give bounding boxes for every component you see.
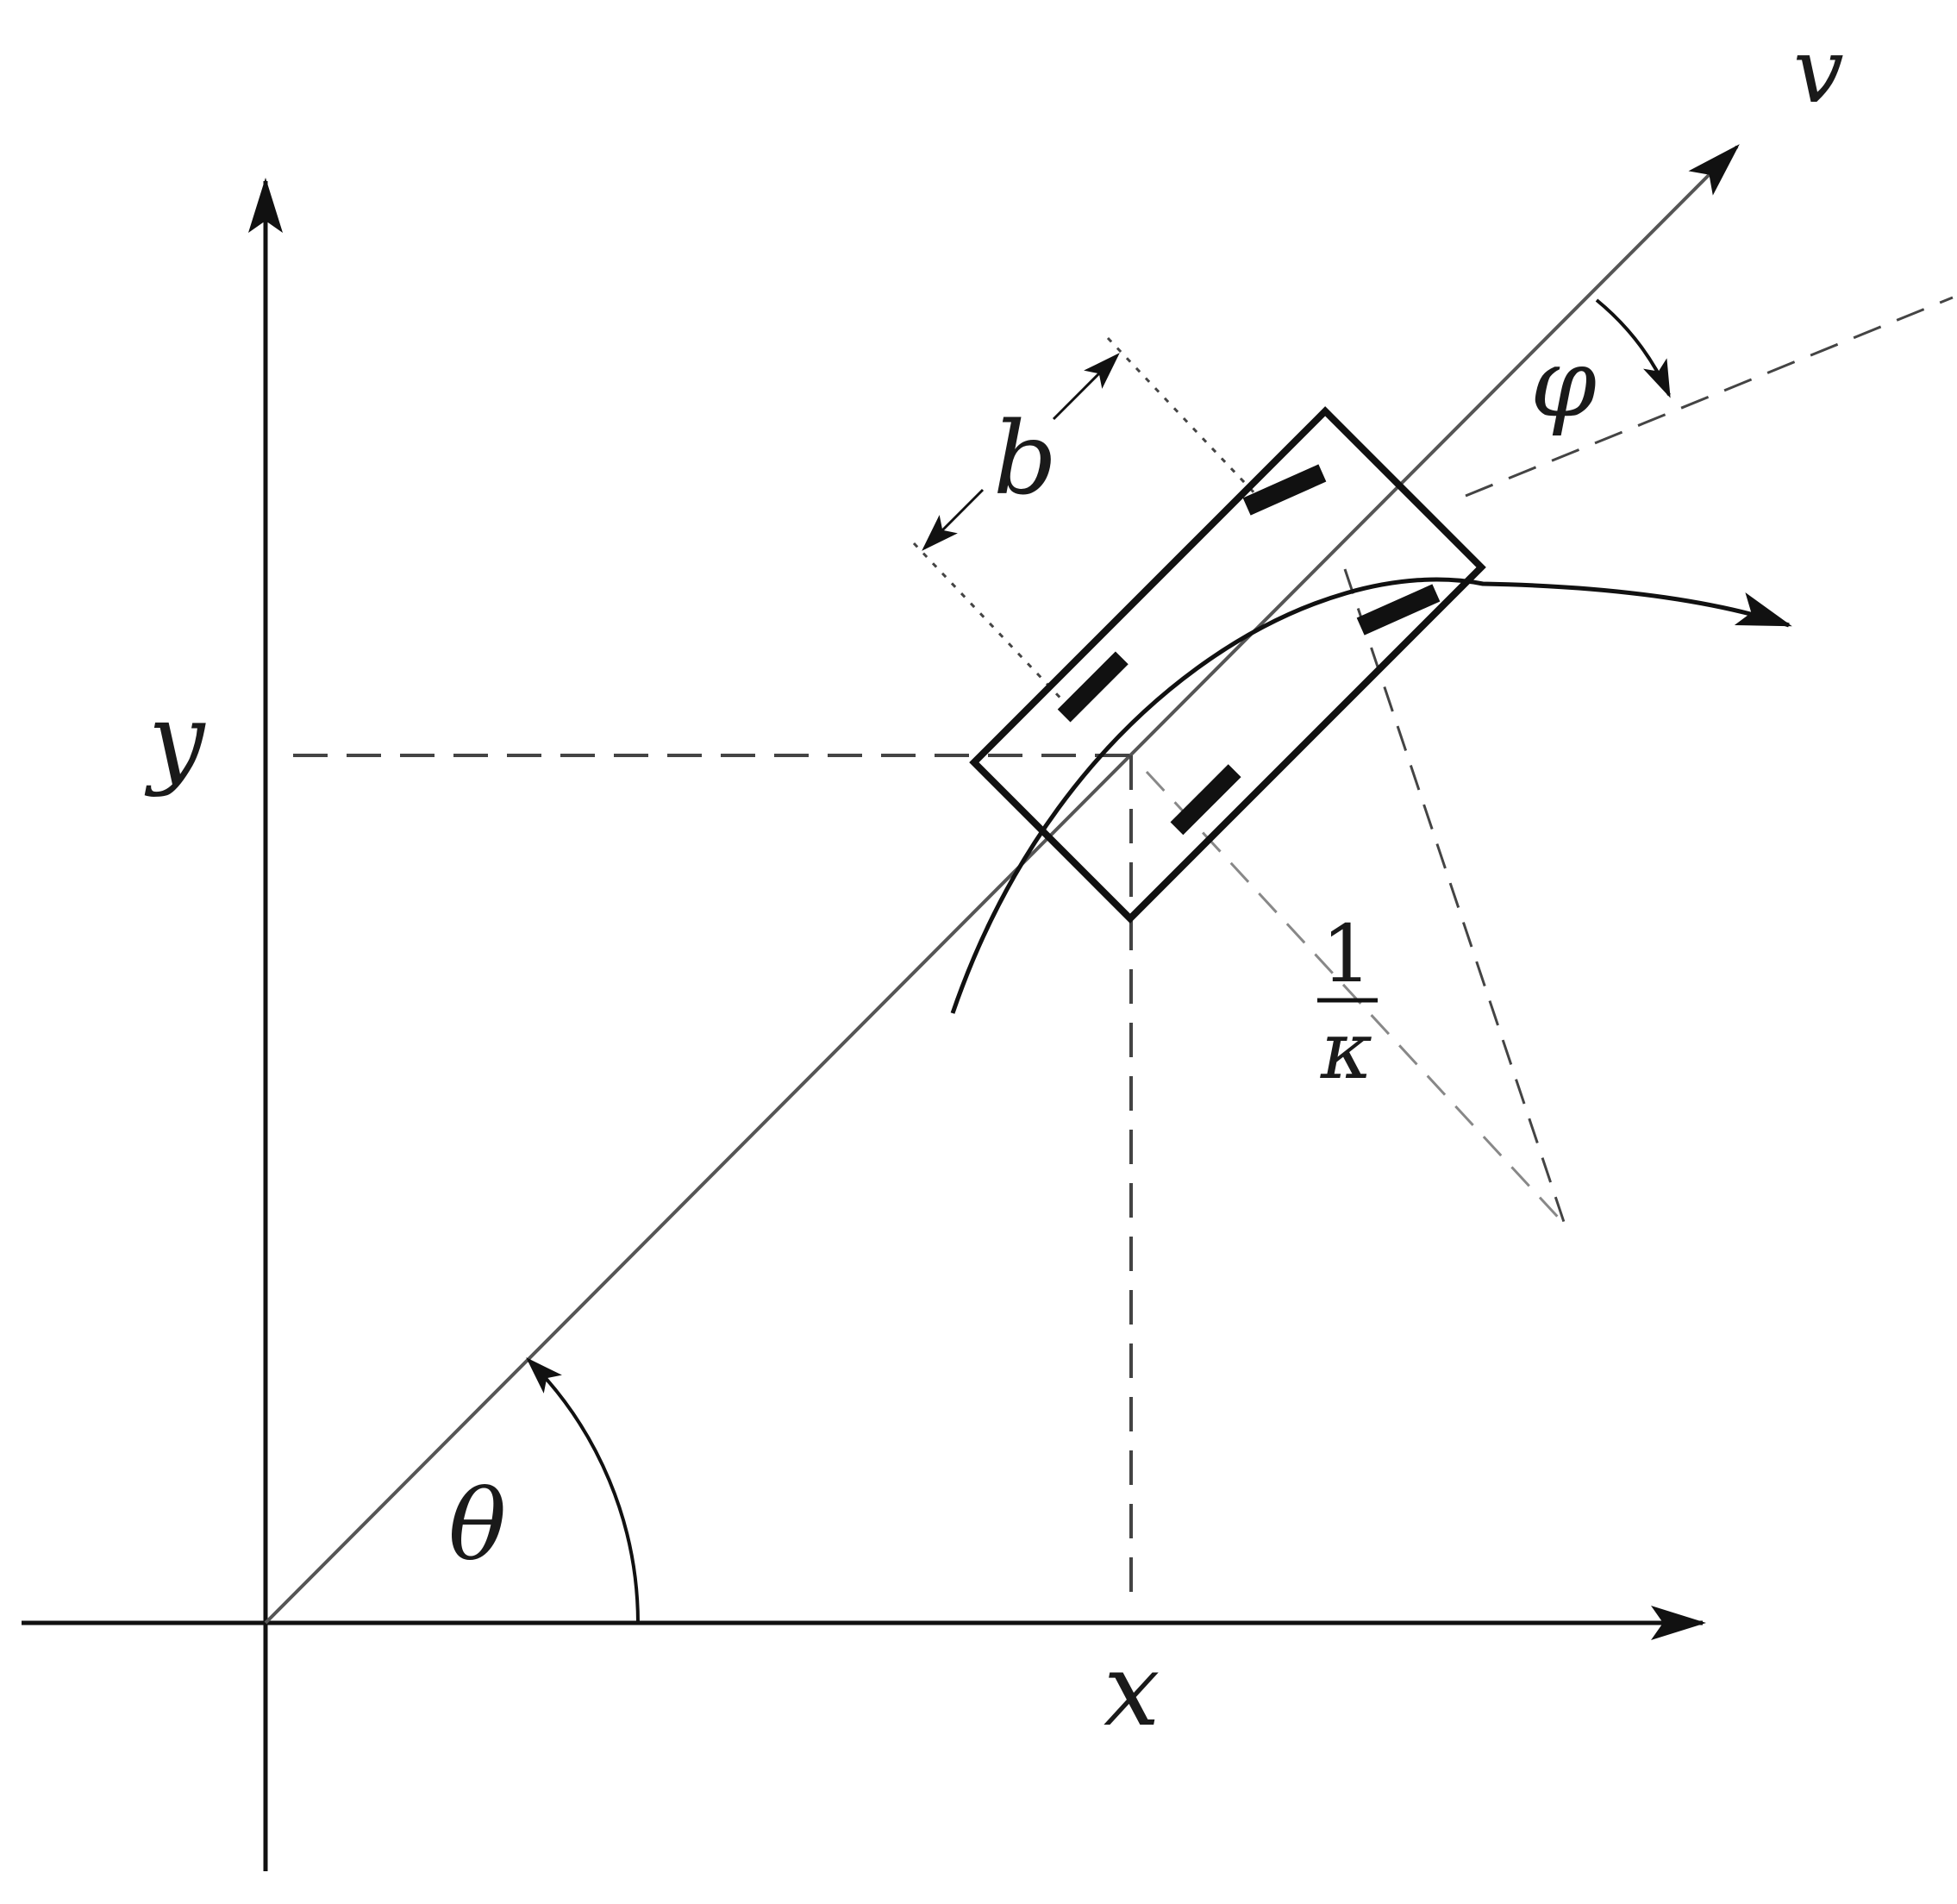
robot-chassis	[969, 406, 1486, 924]
rear-left-wheel	[1057, 651, 1129, 723]
label-b: b	[993, 401, 1057, 517]
rear-right-wheel	[1170, 764, 1241, 836]
front-axle-radius-line	[1343, 568, 1566, 1225]
steering-direction-line	[1465, 296, 1954, 498]
b-dimension-arrow-to-front	[1052, 353, 1120, 421]
robot-body	[969, 406, 1486, 924]
curvature-radius-lines	[1145, 568, 1566, 1226]
label-phi: φ	[1530, 328, 1597, 438]
b-extension-front	[1106, 336, 1260, 499]
trajectory-curve	[950, 577, 1792, 1014]
label-theta: θ	[448, 1470, 506, 1582]
heading-line	[264, 144, 1740, 1625]
label-y: y	[144, 682, 206, 799]
theta-angle-arc	[526, 1357, 640, 1624]
front-left-wheel	[1242, 464, 1327, 516]
projection-lines	[293, 754, 1133, 1595]
phi-angle-arc	[1595, 298, 1671, 398]
axes	[22, 178, 1706, 1871]
front-wheels	[1242, 464, 1441, 636]
label-v: v	[1793, 18, 1844, 123]
label-x: x	[1104, 1632, 1160, 1749]
front-right-wheel	[1356, 584, 1441, 636]
b-dimension-arrow-to-rear	[922, 488, 985, 551]
label-inverse-curvature: 1 κ	[1317, 908, 1378, 1097]
b-extension-rear	[912, 542, 1071, 709]
fraction-numerator: 1	[1322, 908, 1372, 1000]
fraction-denominator: κ	[1320, 1005, 1372, 1097]
b-dimension	[912, 336, 1260, 709]
